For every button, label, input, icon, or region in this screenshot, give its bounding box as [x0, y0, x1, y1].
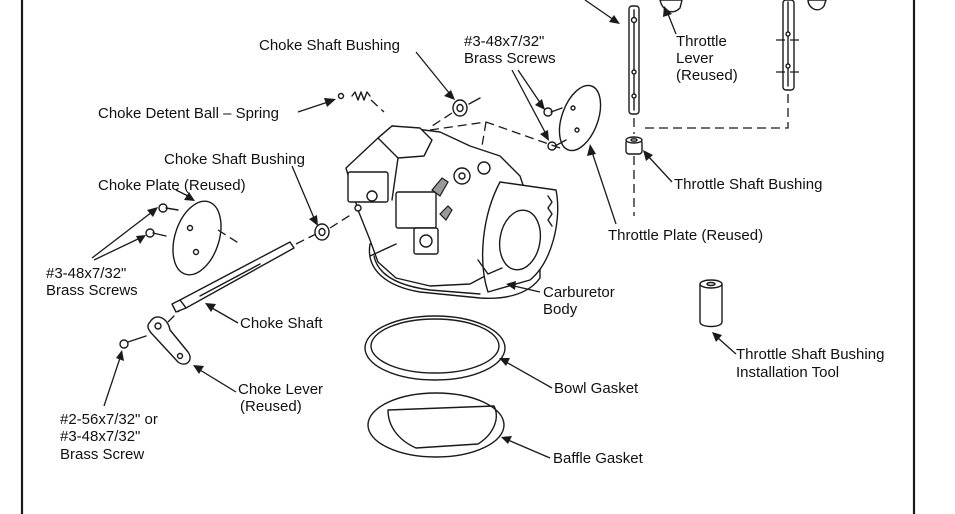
label-throttle-plate: Throttle Plate (Reused) — [608, 227, 763, 244]
label-choke-detent-ball-spring: Choke Detent Ball – Spring — [98, 105, 279, 122]
label-choke-shaft-bushing-top: Choke Shaft Bushing — [259, 37, 400, 54]
label-brass-screws-top-size: #3-48x7/32" — [464, 33, 544, 50]
label-brass-screw-bottom-3: Brass Screw — [60, 446, 144, 463]
label-installation-tool-1: Throttle Shaft Bushing — [736, 346, 884, 363]
throttle-plate-drawing — [558, 84, 602, 152]
choke-detent-ball-spring-drawing — [337, 91, 385, 113]
label-brass-screws-top-name: Brass Screws — [464, 50, 556, 67]
choke-shaft-bushing-mid-drawing — [314, 213, 353, 241]
brass-screws-left-drawing — [145, 203, 179, 238]
installation-tool-drawing — [699, 279, 723, 328]
label-brass-screws-left-size: #3-48x7/32" — [46, 265, 126, 282]
label-choke-shaft: Choke Shaft — [240, 315, 323, 332]
choke-shaft-drawing — [171, 233, 317, 313]
label-carburetor-body-2: Body — [543, 301, 578, 318]
label-choke-lever-2: (Reused) — [240, 398, 302, 415]
label-choke-shaft-bushing-mid: Choke Shaft Bushing — [164, 151, 305, 168]
label-throttle-lever-3: (Reused) — [676, 67, 738, 84]
leader-lines — [91, 6, 737, 459]
labels: Choke Shaft Bushing #3-48x7/32" Brass Sc… — [46, 33, 884, 467]
label-brass-screw-bottom-2: #3-48x7/32" — [60, 428, 140, 445]
baffle-gasket-drawing — [367, 392, 505, 458]
label-throttle-lever-1: Throttle — [676, 33, 727, 50]
throttle-lever-drawing — [642, 0, 827, 129]
label-carburetor-body-1: Carburetor — [543, 284, 615, 301]
brass-screw-bottom-drawing — [119, 335, 147, 349]
label-brass-screws-left-name: Brass Screws — [46, 282, 138, 299]
label-choke-lever-1: Choke Lever — [238, 381, 323, 398]
label-brass-screw-bottom-1: #2-56x7/32" or — [60, 411, 158, 428]
carburetor-body-drawing — [345, 125, 559, 300]
label-bowl-gasket: Bowl Gasket — [554, 380, 639, 397]
choke-lever-drawing — [147, 309, 191, 365]
page-border — [20, 0, 916, 514]
label-choke-plate: Choke Plate (Reused) — [98, 177, 246, 194]
throttle-shaft-bushing-drawing — [625, 136, 643, 216]
label-installation-tool-2: Installation Tool — [736, 364, 839, 381]
choke-shaft-bushing-top-drawing — [431, 97, 481, 127]
label-throttle-lever-2: Lever — [676, 50, 714, 67]
throttle-shaft-drawing — [584, 0, 640, 134]
bowl-gasket-drawing — [364, 315, 506, 381]
label-baffle-gasket: Baffle Gasket — [553, 450, 644, 467]
choke-plate-drawing — [172, 200, 241, 276]
label-throttle-shaft-bushing: Throttle Shaft Bushing — [674, 176, 822, 193]
